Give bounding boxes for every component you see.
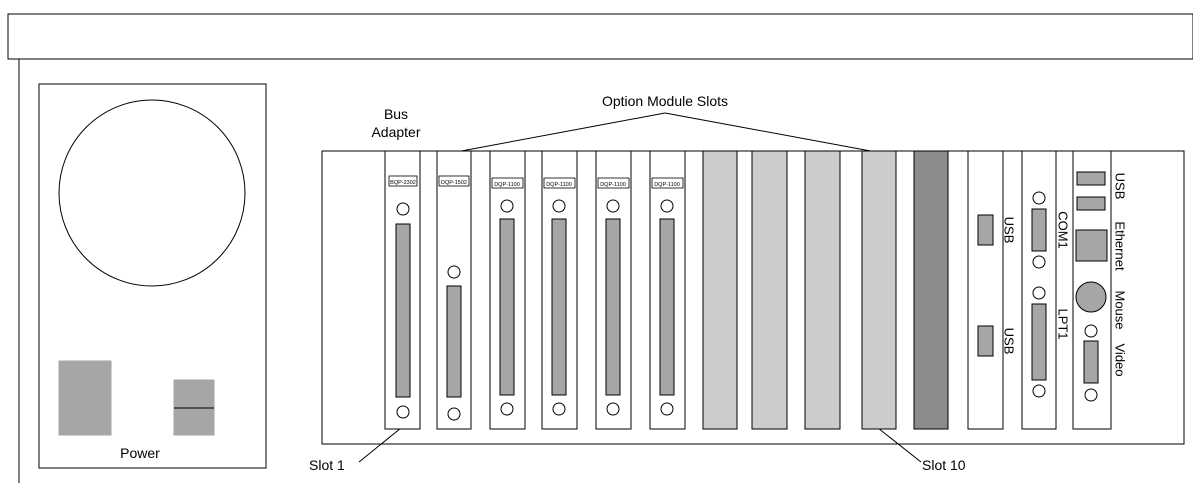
video-port (1083, 340, 1099, 384)
card-label: DQP-1100 (600, 182, 626, 188)
lpt1-port (1031, 303, 1047, 381)
mouse-port (1075, 281, 1107, 313)
blank-slot-cover-dark (913, 150, 949, 430)
module-card-6: DQP-1100 (649, 150, 686, 430)
module-card-3: DQP-1100 (489, 150, 526, 430)
card-label: DQP-1100 (546, 182, 572, 188)
power-label: Power (120, 445, 160, 461)
card-connector (605, 218, 621, 396)
blank-slot-cover (702, 150, 738, 430)
thumbscrew-bottom (396, 405, 410, 419)
usb-port-upper (977, 214, 994, 246)
card-connector (551, 218, 567, 396)
screw (1032, 384, 1046, 398)
com1-label: COM1 (1056, 211, 1071, 249)
video-label: Video (1113, 343, 1128, 376)
ethernet-label: Ethernet (1113, 221, 1128, 271)
thumbscrew-top (500, 199, 514, 213)
card-label-box (651, 177, 684, 189)
card-label: DQP-1502 (441, 180, 467, 186)
thumbscrew-bottom (500, 402, 514, 416)
thumbscrew-bottom (660, 402, 674, 416)
bus-adapter-label-line2: Adapter (371, 124, 420, 140)
card-connector (446, 285, 462, 398)
thumbscrew-top (447, 265, 461, 279)
thumbscrew-top (552, 199, 566, 213)
slot-10-pointer (877, 427, 922, 463)
lpt1-label: LPT1 (1056, 308, 1071, 339)
card-label-box (438, 175, 470, 187)
usb-port-lower (977, 325, 994, 357)
card-label-box (388, 175, 418, 187)
card-connector (395, 223, 411, 398)
card-label-box (543, 177, 576, 189)
com-lpt-card: COM1 LPT1 (1021, 150, 1071, 430)
thumbscrew-bottom (606, 402, 620, 416)
slot-1-label: Slot 1 (309, 457, 345, 473)
usb-label-upper: USB (1002, 217, 1017, 244)
module-card-5: DQP-1100 (595, 150, 632, 430)
thumbscrew-bottom (447, 407, 461, 421)
screw (1032, 286, 1046, 300)
usb-label-lower: USB (1002, 328, 1017, 355)
mouse-label: Mouse (1113, 290, 1128, 329)
power-inlet (58, 360, 112, 436)
callout-line-left (455, 112, 666, 153)
power-supply: Power (38, 83, 267, 469)
blank-slot-cover (804, 150, 841, 430)
usb-port-2 (1076, 196, 1106, 211)
ethernet-port (1075, 229, 1108, 262)
card-label: DQP-1100 (654, 182, 680, 188)
bus-adapter-label-line1: Bus (384, 106, 408, 122)
callout-line-right (664, 112, 877, 153)
card-label-box (597, 177, 630, 189)
screw (1032, 255, 1046, 269)
module-card-4: DQP-1100 (541, 150, 578, 430)
usb-port-1 (1076, 171, 1106, 186)
card-connector (659, 218, 675, 396)
option-module-slots-label: Option Module Slots (602, 93, 728, 109)
screw (1084, 324, 1098, 338)
usb-port-label: USB (1113, 173, 1128, 200)
thumbscrew-top (396, 202, 410, 216)
card-frame (967, 150, 1004, 430)
card-label: BQP-2302 (390, 180, 416, 186)
usb-card: USB USB (967, 150, 1017, 430)
screw (1084, 388, 1098, 402)
card-label-box (491, 177, 524, 189)
slot-10-label: Slot 10 (922, 457, 966, 473)
slot-1-pointer (358, 427, 402, 463)
screw (1032, 191, 1046, 205)
thumbscrew-top (660, 199, 674, 213)
com1-port (1031, 208, 1047, 252)
blank-slot-cover (751, 150, 788, 430)
rear-io-panel: USB Ethernet Mouse Video (1072, 150, 1128, 430)
card-label: DQP-1100 (494, 182, 520, 188)
top-header-strip (7, 13, 1193, 60)
module-card-1: BQP-2302 (384, 150, 421, 430)
fan-circle (58, 99, 246, 287)
blank-slot-cover (861, 150, 897, 430)
thumbscrew-top (606, 199, 620, 213)
card-connector (499, 218, 515, 396)
module-card-2: DQP-1502 (436, 150, 472, 430)
thumbscrew-bottom (552, 402, 566, 416)
